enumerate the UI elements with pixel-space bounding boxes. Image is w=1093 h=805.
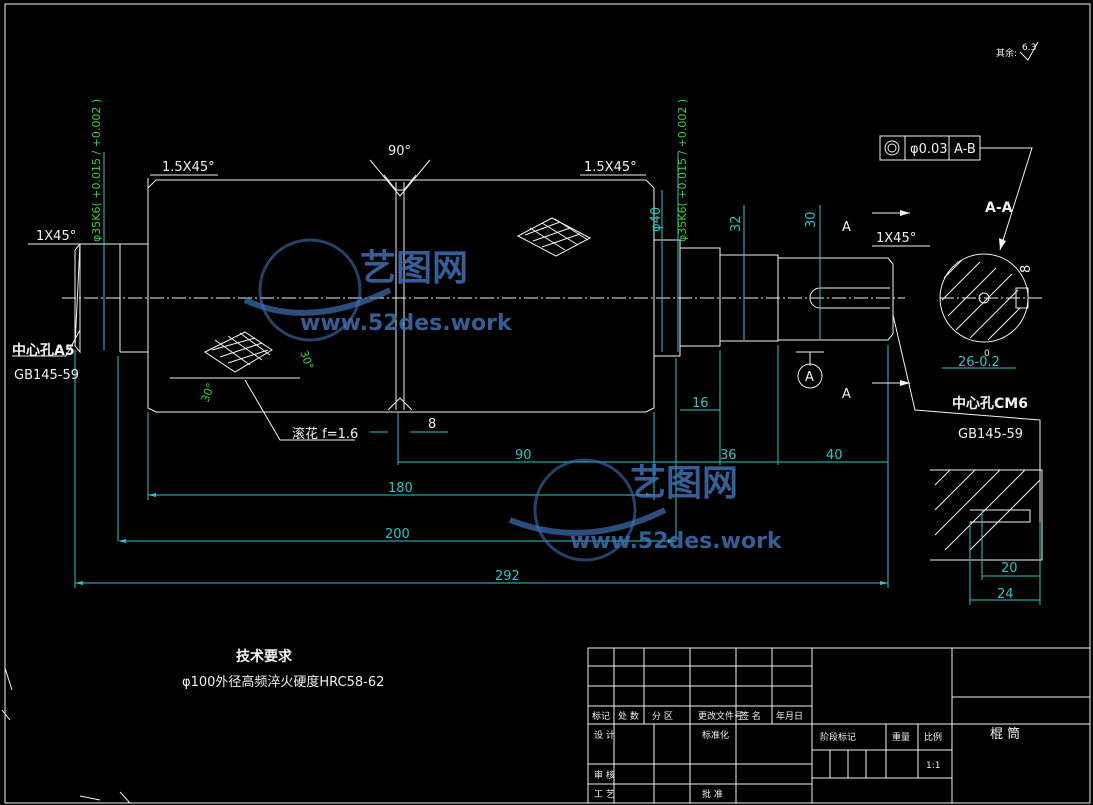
tb-col-6: 年月日 [776, 710, 803, 722]
center-hole-left-title: 中心孔A5 [12, 342, 75, 359]
knurl-hatch-2 [516, 217, 592, 257]
watermark-url-1: www.52des.work [300, 311, 513, 336]
dim-180: 180 [388, 481, 413, 496]
right-journal [680, 247, 721, 347]
right-shoulder [654, 239, 681, 357]
tb-col-3: 分 区 [652, 711, 673, 722]
tb-approve: 批 准 [702, 788, 723, 800]
section-mark-bottom: A [842, 387, 851, 402]
keyway [809, 287, 890, 309]
drum-body [147, 179, 655, 413]
v-groove [369, 159, 431, 197]
chamfer-end-left: 1X45° [36, 229, 76, 244]
tb-col-2: 处 数 [618, 710, 639, 722]
tb-design: 设 计 [594, 729, 615, 741]
dim-32: 32 [729, 215, 744, 232]
section-depth: 26-0.2 [958, 355, 1000, 370]
dia-40: φ40 [649, 207, 664, 232]
tb-review: 审 核 [594, 769, 615, 781]
dim-292: 292 [495, 569, 520, 584]
chamfer-right: 1.5X45° [584, 160, 637, 175]
dim-20: 20 [1001, 561, 1018, 576]
center-hole-detail [930, 469, 1043, 605]
right-end [778, 257, 894, 341]
section-title: A-A [985, 200, 1013, 216]
tb-col-1: 标记 [592, 710, 610, 722]
watermark-cn-1: 艺图网 [360, 248, 468, 289]
center-hole-left-std: GB145-59 [14, 368, 79, 383]
chamfer-end-right: 1X45° [876, 231, 916, 246]
knurl-hatch-1 [204, 331, 273, 373]
angle-90: 90° [388, 144, 411, 159]
knurl-label: 滚花 f=1.6 [292, 426, 358, 442]
tb-weight: 重量 [892, 731, 910, 743]
section-mark-top: A [842, 220, 851, 235]
center-hole-right-title: 中心孔CM6 [952, 395, 1028, 412]
knurl-angle-1: 30° [199, 381, 218, 404]
roughness-label: 其余: [996, 47, 1017, 59]
section-aa [939, 253, 1045, 343]
tech-req-line1: φ100外径高频淬火硬度HRC58-62 [182, 674, 384, 690]
tolerance-value: φ0.03 [910, 142, 948, 157]
dim-40: 40 [826, 448, 843, 463]
tb-col-4: 更改文件号 [698, 710, 743, 722]
tolerance-frame: φ0.03 A-B [879, 135, 1033, 251]
datum-a: A [805, 370, 814, 385]
watermark-url-2: www.52des.work [570, 529, 783, 554]
watermark-1: 艺图网 www.52des.work [243, 238, 513, 342]
dim-36: 36 [720, 448, 737, 463]
chamfer-left: 1.5X45° [162, 160, 215, 175]
watermark-cn-2: 艺图网 [630, 463, 738, 504]
dim-30: 30 [804, 211, 819, 228]
tb-ratio: 比例 [924, 731, 942, 743]
fit-right: φ35K6( +0.015 / +0.002 ) [676, 99, 689, 242]
fit-left: φ35K6( +0.015 / +0.002 ) [90, 99, 103, 242]
dim-200: 200 [385, 527, 410, 542]
section-depth-tol: 0 [984, 349, 990, 359]
part-name: 棍 筒 [990, 726, 1020, 742]
key-width: 8 [1019, 265, 1034, 273]
dim-8: 8 [428, 417, 436, 432]
tb-stage-mark: 阶段标记 [820, 731, 856, 743]
title-block [587, 647, 1091, 804]
roughness-symbol-icon [1019, 41, 1039, 61]
tolerance-datum: A-B [954, 142, 976, 157]
knurl-angle-2: 30° [297, 349, 316, 372]
watermark-2: 艺图网 www.52des.work [508, 458, 783, 562]
tech-req-title: 技术要求 [236, 648, 293, 665]
tb-ratio-val: 1:1 [926, 761, 940, 771]
right-step [720, 254, 779, 342]
tb-col-5: 签 名 [740, 710, 761, 722]
dim-24: 24 [997, 587, 1014, 602]
roughness-value: 6.3 [1022, 43, 1036, 53]
dim-16: 16 [692, 396, 709, 411]
tb-process: 工 艺 [594, 789, 615, 800]
drawing-border [4, 3, 1091, 804]
center-hole-right-std: GB145-59 [958, 427, 1023, 442]
tb-standard: 标准化 [702, 729, 729, 741]
dim-90: 90 [515, 448, 532, 463]
datum-a-circle [797, 363, 823, 389]
